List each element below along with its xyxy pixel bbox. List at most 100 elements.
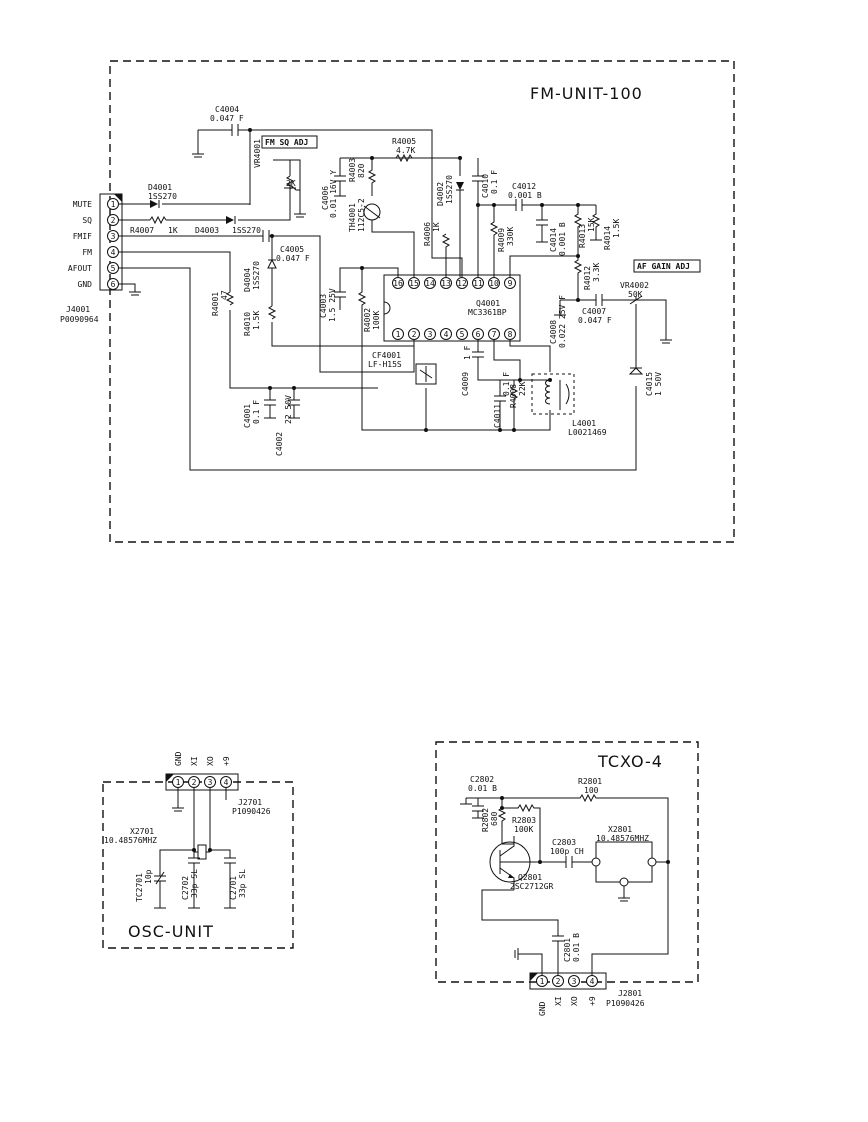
r4007-val: 1K (168, 226, 178, 235)
fm-component-labels: C4004 0.047 F D4001 1SS270 R4007 1K D400… (130, 105, 663, 456)
j4001-pin-label: FM (82, 248, 92, 257)
r4001-val: 47 (220, 290, 229, 300)
j4001-pin-num: 5 (111, 264, 116, 273)
r4009-val: 330K (506, 227, 515, 246)
c2803-val: 100p CH (550, 847, 584, 856)
j4001-pin-num: 4 (111, 248, 116, 257)
r4012-ref: R4012 (583, 266, 592, 290)
c2803-ref: C2803 (552, 838, 576, 847)
r4001-ref: R4001 (211, 292, 220, 316)
ic-pin-label: 4 (444, 330, 449, 339)
r4009-ref: R4009 (497, 228, 506, 252)
x2701-val: 10.48576MHZ (104, 836, 157, 845)
j4001-part: P0090964 (60, 315, 99, 324)
ic-q4001-part: MC3361BP (468, 308, 507, 317)
r4008-ref: R4008 (509, 384, 518, 408)
ic-bottom-pins: 1 2 3 4 5 6 7 8 (392, 328, 516, 340)
c4006-ref: C4006 (321, 186, 330, 210)
cf4001-ref: CF4001 (372, 351, 401, 360)
osc-component-labels: X2701 10.48576MHZ TC2701 10p C2702 33p S… (104, 827, 247, 902)
c2802-ref: C2802 (470, 775, 494, 784)
pin1-marker (114, 194, 122, 202)
j2701-ref: J2701 (238, 798, 262, 807)
j4001-pin-label: SQ (82, 216, 92, 225)
r4007-ref: R4007 (130, 226, 154, 235)
d4002-ref: D4002 (436, 182, 445, 206)
j2701-pin-num: 2 (192, 778, 197, 787)
j4001-pin-num: 1 (111, 200, 116, 209)
r4003-ref: R4003 (348, 158, 357, 182)
j2801-pin-num: 4 (590, 977, 595, 986)
ic-pin-label: 13 (441, 279, 451, 288)
connector-j4001-body (99, 193, 123, 291)
c4007-val: 0.047 F (578, 316, 612, 325)
j4001-pin-num: 6 (111, 280, 116, 289)
j2701-pin-label: GND (174, 751, 183, 766)
r4013-ref: R4013 (578, 224, 587, 248)
r4010-val: 1.5K (252, 311, 261, 330)
r2802-val: 680 (490, 811, 499, 826)
fm-sq-adj-label: FM SQ ADJ (265, 138, 308, 147)
ic-pin-label: 7 (492, 330, 497, 339)
r4014-val: 1.5K (612, 219, 621, 238)
x2801-ref: X2801 (608, 825, 632, 834)
j2701-pin-label: XI (190, 756, 199, 766)
j4001-pin-4 (107, 246, 119, 258)
th4001-val: 112C5-2 (357, 198, 366, 232)
tcxo-title: TCXO-4 (597, 752, 663, 771)
c4001-ref: C4001 (243, 404, 252, 428)
ic-pin-label: 11 (473, 279, 483, 288)
ic-pin-label: 2 (412, 330, 417, 339)
osc-unit-block: OSC-UNIT 1 2 3 4 GND XI XO +9 J2701 P109… (102, 751, 294, 949)
fm-junction-dots (248, 128, 580, 432)
c4002-val: 22 50V (284, 395, 293, 424)
ic-pin-label: 3 (428, 330, 433, 339)
j4001-pin-5 (107, 262, 119, 274)
j4001-pin-1 (107, 198, 119, 210)
tc2701-ref: TC2701 (135, 873, 144, 902)
c4005-val: 0.047 F (276, 254, 310, 263)
c4011-ref: C4011 (493, 404, 502, 428)
ic-pin-label: 1 (396, 330, 401, 339)
ic-pin-label: 8 (508, 330, 513, 339)
tcxo-wiring (460, 793, 670, 975)
c4015-ref: C4015 (645, 372, 654, 396)
osc-unit-title: OSC-UNIT (128, 922, 214, 941)
fm-unit-wiring (119, 124, 672, 471)
j2701-pin-label: +9 (222, 756, 231, 766)
c4006-val: 0.01 16V Y (329, 170, 338, 218)
vr4002-val: 50K (628, 290, 643, 299)
tc2701-val: 10p (144, 869, 153, 884)
c4015-val: 1 50V (654, 372, 663, 396)
connector-j4001-pins: 1 2 3 4 5 6 (107, 198, 119, 290)
j4001-ref: J4001 (66, 305, 90, 314)
j2801-pin-num: 1 (540, 977, 545, 986)
r4013-val: 15K (587, 217, 596, 232)
c4002-ref: C4002 (275, 432, 284, 456)
r4003-val: 820 (357, 163, 366, 178)
r4006-val: 1K (432, 222, 441, 232)
j4001-pin-num: 2 (111, 216, 116, 225)
j2701-pin-num: 1 (176, 778, 181, 787)
j2801-pin-label: +9 (588, 996, 597, 1006)
ic-notch (383, 301, 391, 315)
fm-unit-border (109, 60, 735, 543)
c4008-val: 0.022 25V F (558, 295, 567, 348)
c2701-ref: C2701 (229, 876, 238, 900)
vr4002-ref: VR4002 (620, 281, 649, 290)
ic-top-pins: 16 15 14 13 12 11 10 9 (392, 277, 516, 289)
j2801-pin-num: 3 (572, 977, 577, 986)
c2802-val: 0.01 B (468, 784, 497, 793)
j4001-pin-label: MUTE (73, 200, 92, 209)
l4001-ref: L4001 (572, 419, 596, 428)
ic-pin-label: 15 (409, 279, 419, 288)
j4001-pin-num: 3 (111, 232, 116, 241)
j2801-pin-label: GND (538, 1001, 547, 1016)
x2801-val: 10.48576MHZ (596, 834, 649, 843)
c2702-val: 33p SL (190, 869, 199, 898)
j2701-pin-label: XO (206, 756, 215, 766)
c4003-val: 1.5 25V (328, 288, 337, 322)
c2801-val: 0.01 B (572, 933, 581, 962)
c4005-ref: C4005 (280, 245, 304, 254)
j4001-pin-2 (107, 214, 119, 226)
